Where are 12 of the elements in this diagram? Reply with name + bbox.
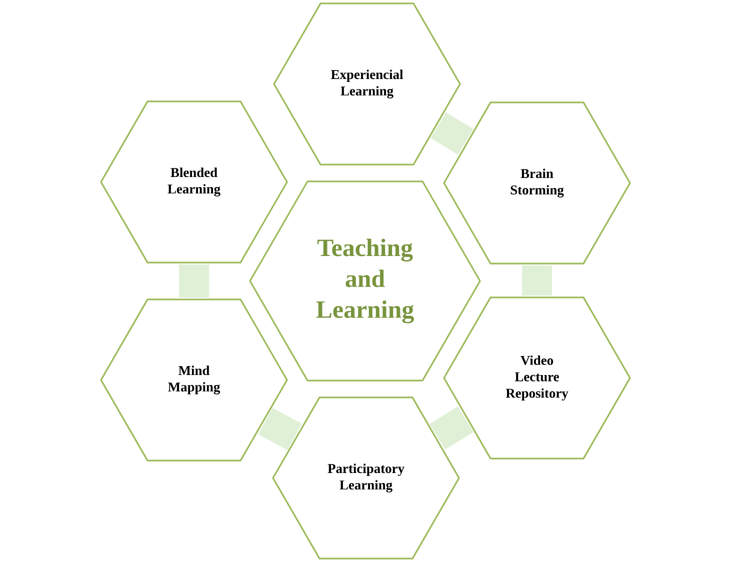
connector-band [258, 408, 302, 450]
connector-band [522, 265, 552, 296]
connector-band [430, 112, 474, 155]
connector-band [429, 406, 474, 450]
hexagon: Brain Storming [443, 102, 631, 264]
hexagon: Mind Mapping [100, 298, 288, 462]
hexagon: Participatory Learning [272, 396, 460, 560]
hexagon: Video Lecture Repository [443, 296, 631, 460]
hexagon: Teaching and Learning [249, 180, 481, 382]
hexagon: Experiencial Learning [273, 2, 461, 166]
hexagon: Blended Learning [100, 100, 288, 264]
connector-band [179, 264, 209, 298]
